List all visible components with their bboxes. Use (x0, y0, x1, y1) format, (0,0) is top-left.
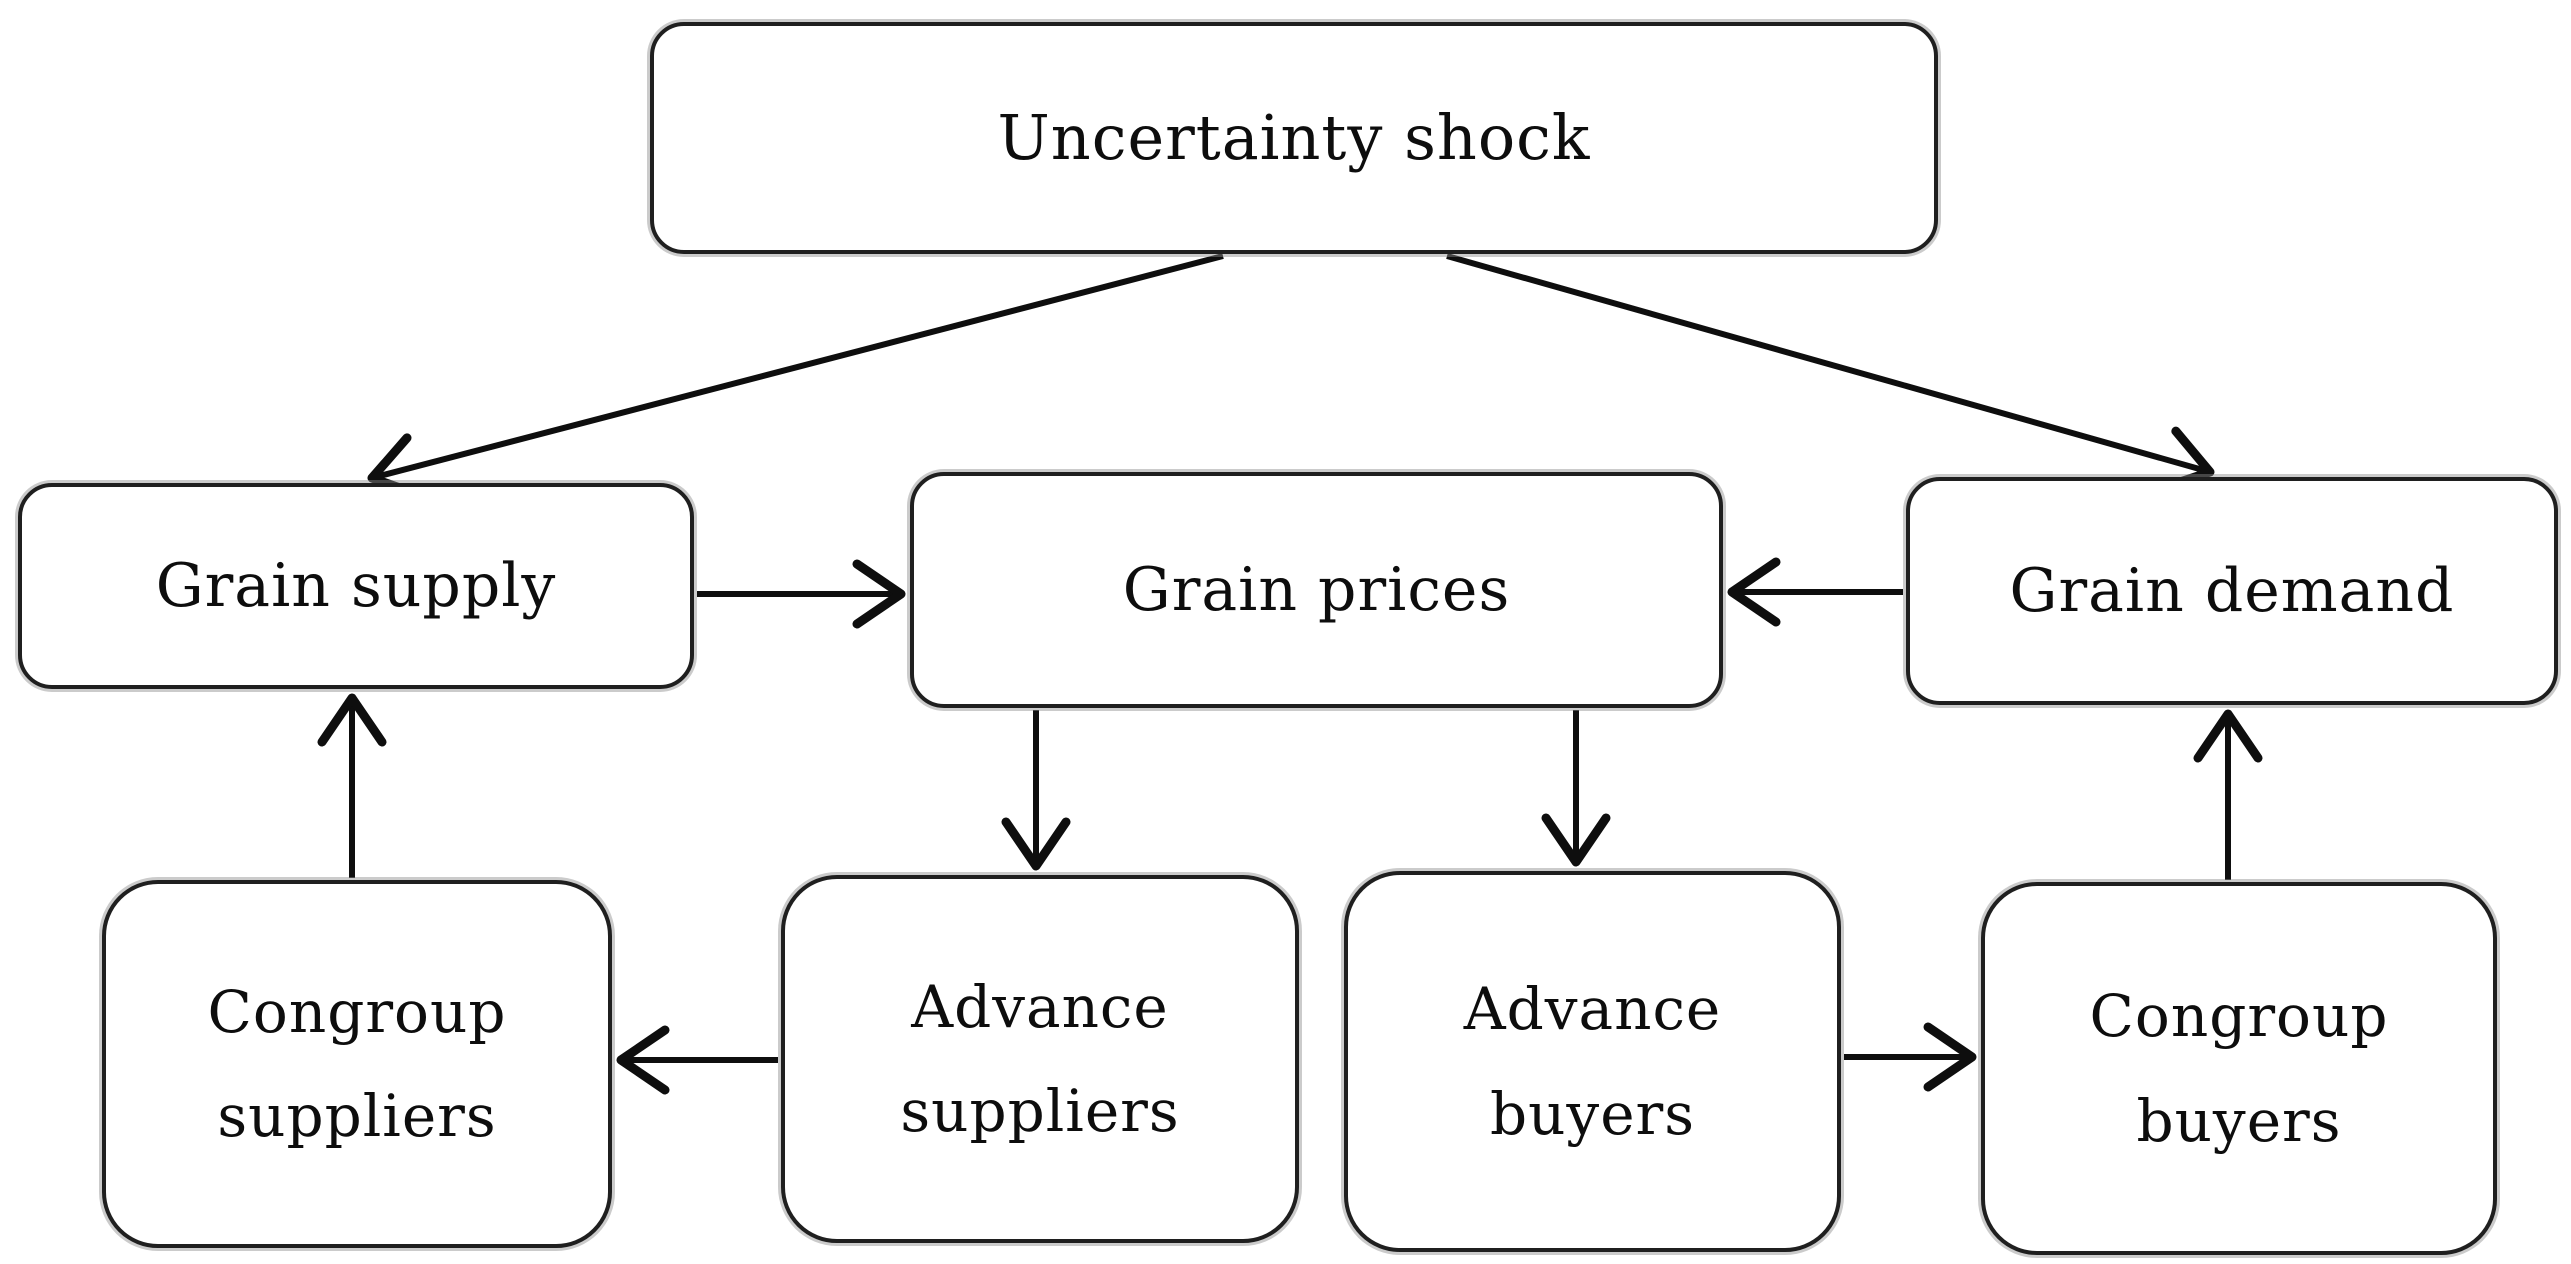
node-grain-demand-label: Grain demand (2009, 555, 2455, 626)
node-advance-suppliers-label: Advance suppliers (900, 972, 1180, 1145)
node-grain-supply: Grain supply (18, 483, 694, 689)
node-grain-demand: Grain demand (1906, 477, 2558, 705)
node-uncertainty-shock: Uncertainty shock (650, 22, 1938, 254)
edge-uncertainty-shock-to-grain-demand (1446, 253, 2215, 494)
node-congroup-suppliers-label: Congroup suppliers (207, 977, 507, 1150)
node-grain-supply-label: Grain supply (155, 550, 557, 621)
edge-uncertainty-shock-to-grain-supply (367, 253, 1224, 501)
node-congroup-buyers-label: Congroup buyers (2089, 982, 2389, 1155)
node-congroup-suppliers: Congroup suppliers (102, 880, 612, 1248)
node-uncertainty-shock-label: Uncertainty shock (997, 100, 1591, 174)
node-congroup-buyers: Congroup buyers (1981, 882, 2497, 1255)
node-grain-prices: Grain prices (910, 472, 1723, 708)
node-grain-prices-label: Grain prices (1122, 554, 1511, 625)
node-advance-buyers-label: Advance buyers (1463, 975, 1722, 1148)
node-advance-buyers: Advance buyers (1344, 871, 1841, 1252)
node-advance-suppliers: Advance suppliers (781, 875, 1299, 1243)
